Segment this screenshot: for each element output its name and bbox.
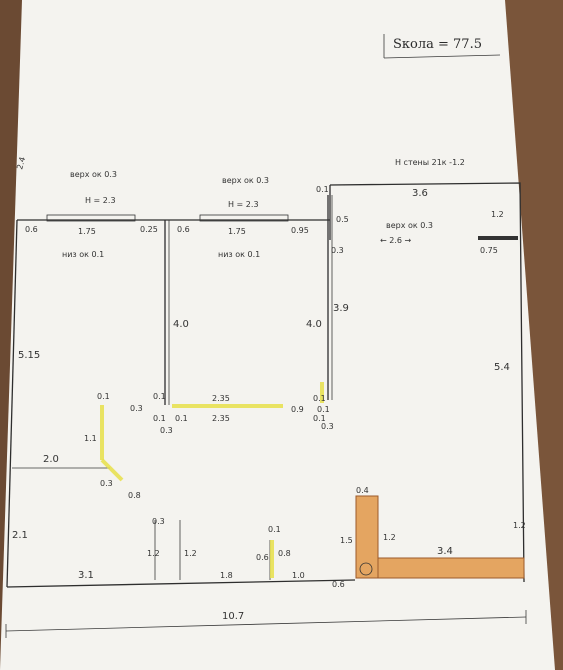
- left-window-sill-note: низ ок 0.1: [62, 250, 104, 259]
- dim-label: 1.2: [513, 521, 526, 530]
- dim-label: 1.75: [78, 227, 96, 236]
- dim-label: 4.0: [306, 319, 322, 330]
- dim-label: 0.1: [268, 525, 281, 534]
- dim-label: 0.3: [130, 404, 143, 413]
- dim-label: 0.3: [160, 426, 173, 435]
- dim-label: 2.1: [12, 530, 28, 541]
- ceiling-wall-note: Н стены 21к -1.2: [395, 158, 465, 167]
- dim-label: 4.0: [173, 319, 189, 330]
- mid-window-height-note: Н = 2.3: [228, 200, 259, 209]
- mid-window-top-note: верх ок 0.3: [222, 176, 269, 185]
- left-window-top-note: верх ок 0.3: [70, 170, 117, 179]
- dim-label: 5.15: [18, 350, 40, 361]
- outer-walls: [6, 182, 525, 588]
- dim-label: 0.25: [140, 225, 158, 234]
- left-window-height-note: Н = 2.3: [85, 196, 116, 205]
- dim-label: 0.6: [256, 553, 269, 562]
- dim-label: 0.1: [317, 405, 330, 414]
- dim-label: 1.2: [383, 533, 396, 542]
- dim-label: 1.1: [84, 434, 97, 443]
- dim-label: 1.75: [228, 227, 246, 236]
- dim-label: 1.2: [184, 549, 197, 558]
- right-window-span-note: ← 2.6 →: [380, 236, 412, 245]
- dim-label: 2.35: [212, 394, 230, 403]
- dim-label: 0.1: [316, 185, 329, 194]
- dim-label: 3.9: [333, 303, 349, 314]
- dim-label: 0.1: [175, 414, 188, 423]
- dim-label: 0.3: [152, 517, 165, 526]
- dim-label: 0.8: [278, 549, 291, 558]
- dim-label: 0.3: [321, 422, 334, 431]
- dim-label: 1.0: [292, 571, 305, 580]
- dim-label: 0.1: [97, 392, 110, 401]
- dimensions: 0.6 1.75 0.25 0.6 1.75 0.95 0.1 0.5 0.3 …: [12, 185, 526, 622]
- dim-label: 1.2: [147, 549, 160, 558]
- dim-label: 0.3: [331, 246, 344, 255]
- dim-label: 5.4: [494, 362, 510, 373]
- area-title: Sкола = 77.5: [393, 37, 482, 52]
- dim-label: 0.95: [291, 226, 309, 235]
- highlighted-walls: [100, 382, 324, 578]
- dim-label: 2.0: [43, 454, 59, 465]
- dim-label: 10.7: [222, 611, 244, 622]
- dim-label: 0.1: [313, 394, 326, 403]
- windows: [46, 214, 518, 240]
- dim-label: 3.6: [412, 188, 428, 199]
- hatched-column: [355, 495, 525, 579]
- dim-label: 0.8: [128, 491, 141, 500]
- dim-label: 0.6: [332, 580, 345, 589]
- dim-label: 0.5: [336, 215, 349, 224]
- dim-label: 0.75: [480, 246, 498, 255]
- dim-label: 0.6: [177, 225, 190, 234]
- title-box: Sкола = 77.5: [383, 34, 501, 59]
- right-window-top-note: верх ок 0.3: [386, 221, 433, 230]
- dim-label: 0.4: [356, 486, 369, 495]
- overall-dimension-line: [5, 610, 527, 638]
- dim-label: 1.8: [220, 571, 233, 580]
- dim-label: 1.5: [340, 536, 353, 545]
- dim-label: 2.35: [212, 414, 230, 423]
- dim-label: 0.1: [153, 414, 166, 423]
- dim-label: 0.1: [313, 414, 326, 423]
- dim-label: 0.6: [25, 225, 38, 234]
- dim-label: 3.1: [78, 570, 94, 581]
- dim-label: 0.3: [100, 479, 113, 488]
- dim-label: 0.9: [291, 405, 304, 414]
- corner-note: 2.4: [15, 156, 27, 171]
- mid-window-sill-note: низ ок 0.1: [218, 250, 260, 259]
- dim-label: 1.2: [491, 210, 504, 219]
- dim-label: 3.4: [437, 546, 453, 557]
- interior-walls: [154, 185, 333, 580]
- dim-label: 0.1: [153, 392, 166, 401]
